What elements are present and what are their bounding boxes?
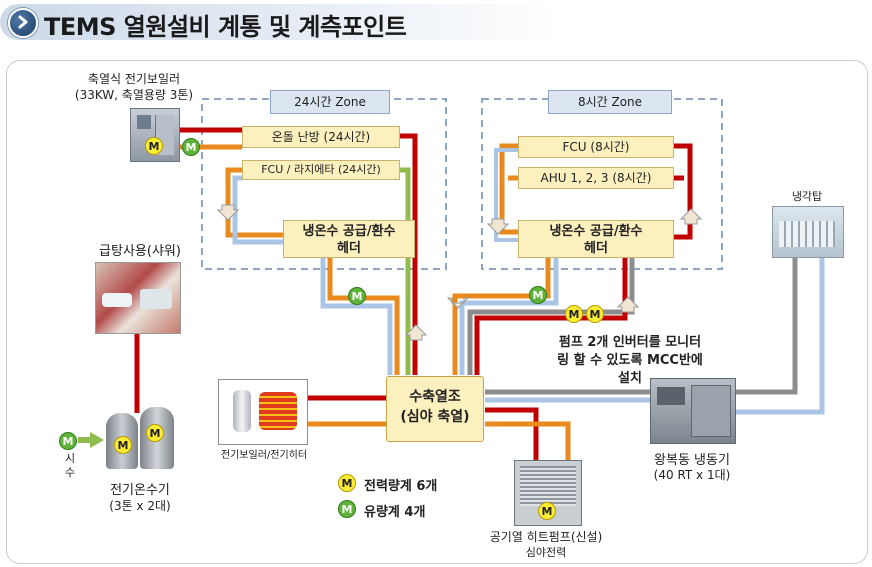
tank-line2: (심야 축열) xyxy=(400,409,470,425)
pipe-24h-return xyxy=(225,167,283,238)
storage-boiler-name: 축열식 전기보일러 xyxy=(87,72,181,86)
pipe-8h-return xyxy=(499,143,518,235)
page-title: TEMS 열원설비 계통 및 계측포인트 xyxy=(44,13,407,41)
pipe-24h-supply xyxy=(400,133,418,375)
legend-flow-meter-symbol: M xyxy=(338,500,356,518)
city-water-label: 시 수 xyxy=(64,452,76,479)
header-8h: 냉온수 공급/환수 헤더 xyxy=(518,220,674,258)
shower-image xyxy=(95,262,181,334)
pipe-8h-header-orange xyxy=(452,256,551,375)
cooling-tower-label: 냉각탑 xyxy=(791,190,823,203)
storage-boiler-spec: (33KW, 축열용량 3톤) xyxy=(74,88,194,102)
pipe-8h-red xyxy=(474,256,628,375)
legend-power-meter-symbol: M xyxy=(338,474,356,492)
hot-water-use-label: 급탕사용(샤워) xyxy=(99,244,181,259)
load-fcu-radiator: FCU / 라지에타 (24시간) xyxy=(242,160,400,180)
load-ahu-8h: AHU 1, 2, 3 (8시간) xyxy=(518,167,674,189)
header-24h-line2: 헤더 xyxy=(337,241,361,256)
zone-8h-title: 8시간 Zone xyxy=(548,90,672,114)
legend-flow-meter: 유량계 4개 xyxy=(364,505,426,520)
chiller-name: 왕복동 냉동기 xyxy=(654,453,730,468)
header-bar xyxy=(0,4,560,40)
arrow-right-icon xyxy=(90,432,104,448)
arrow-up-icon xyxy=(679,208,703,225)
chiller-image xyxy=(650,378,736,444)
zone-24h-title: 24시간 Zone xyxy=(270,90,390,114)
flow-meter: M xyxy=(59,432,77,450)
heat-pump-name: 공기열 히트펌프(신설) xyxy=(489,530,603,544)
pipe-chiller-tower-grey xyxy=(735,258,798,395)
power-meter: M xyxy=(586,305,604,323)
pipe-24h-header-blue xyxy=(320,256,393,375)
tank-line1: 수축열조 xyxy=(409,389,461,405)
legend-power-meter: 전력량계 6개 xyxy=(364,479,438,494)
power-meter: M xyxy=(146,424,164,442)
power-meter: M xyxy=(565,305,583,323)
electric-boiler-image xyxy=(218,379,308,445)
arrow-down-icon xyxy=(486,218,510,235)
arrow-down-icon xyxy=(446,297,470,309)
header-8h-line2: 헤더 xyxy=(584,241,608,256)
electric-boiler-label: 전기보일러/전기히터 xyxy=(220,450,308,461)
chiller-spec: (40 RT x 1대) xyxy=(653,468,731,482)
pipe-24h-lightblue xyxy=(232,175,283,245)
pipe-8h-grey xyxy=(467,256,635,375)
header-24h: 냉온수 공급/환수 헤더 xyxy=(283,220,415,258)
thermal-storage-tank: 수축열조 (심야 축열) xyxy=(386,376,484,442)
power-meter: M xyxy=(114,436,132,454)
arrow-up-icon xyxy=(616,296,640,313)
pipe-24h-header-orange xyxy=(327,256,400,375)
pipe-24h-green xyxy=(400,167,411,375)
cooling-tower-image xyxy=(772,206,844,258)
pump-inverter-note: 펌프 2개 인버터를 모니터 링 할 수 있도록 MCC반에 설치 xyxy=(557,335,703,386)
arrow-down-icon xyxy=(216,204,240,221)
chevron-right-icon xyxy=(8,8,38,38)
flow-meter: M xyxy=(529,286,547,304)
pipe-tank-hp-orange xyxy=(485,421,571,465)
power-meter: M xyxy=(538,502,556,520)
flow-meter: M xyxy=(348,287,366,305)
water-heater-tanks-image xyxy=(104,405,176,473)
pipe-tank-hp-red xyxy=(485,407,539,465)
load-fcu-8h: FCU (8시간) xyxy=(518,136,674,158)
pipe-8h-header-blue xyxy=(459,256,559,375)
heat-pump-note: 심야전력 xyxy=(525,546,567,559)
load-floor-heating: 온돌 난방 (24시간) xyxy=(242,126,400,148)
power-meter: M xyxy=(145,137,163,155)
arrow-up-icon xyxy=(404,324,428,341)
water-heater-name: 전기온수기 xyxy=(110,483,170,498)
header-8h-line1: 냉온수 공급/환수 xyxy=(549,224,643,239)
pipe-8h-supply xyxy=(674,143,693,240)
water-heater-spec: (3톤 x 2대) xyxy=(109,499,171,513)
pipe-chiller-tower-blue xyxy=(735,258,825,415)
page-header: TEMS 열원설비 계통 및 계측포인트 xyxy=(0,0,872,44)
flow-meter: M xyxy=(182,138,200,156)
header-24h-line1: 냉온수 공급/환수 xyxy=(302,224,396,239)
